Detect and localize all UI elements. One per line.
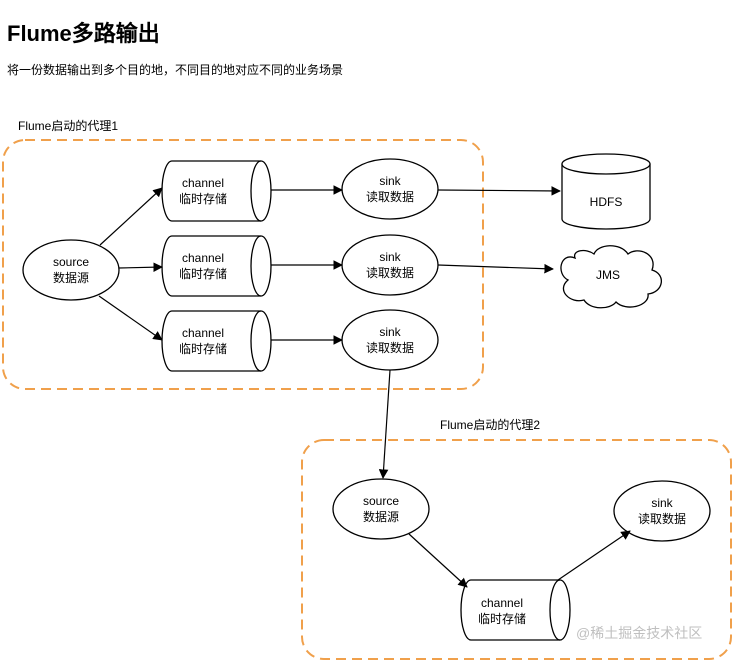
agent2-source-node: source 数据源 xyxy=(332,478,430,540)
agent1-channel-1-line1: channel xyxy=(182,176,224,190)
agent1-channel-2-line2: 临时存储 xyxy=(179,266,227,281)
arrow-source-to-channel-3 xyxy=(98,295,163,341)
arrow-source-to-channel-2 xyxy=(118,262,163,272)
hdfs-label: HDFS xyxy=(590,195,623,209)
agent1-sink-1: sink 读取数据 xyxy=(341,158,439,220)
agent1-sink-2: sink 读取数据 xyxy=(341,234,439,296)
agent1-channel-2-line1: channel xyxy=(182,251,224,265)
arrow-sink-2-to-jms xyxy=(437,263,554,274)
agent2-sink-line1: sink xyxy=(651,496,673,510)
agent1-sink-2-line1: sink xyxy=(379,250,401,264)
agent1-sink-1-line2: 读取数据 xyxy=(366,189,414,204)
agent1-channel-3-line1: channel xyxy=(182,326,224,340)
agent2-sink-node: sink 读取数据 xyxy=(613,480,711,542)
jms-label: JMS xyxy=(596,268,620,282)
agent2-group-box xyxy=(301,439,732,660)
agent2-channel: channel 临时存储 xyxy=(460,579,571,641)
page-title: Flume多路输出 xyxy=(7,21,160,46)
watermark-text: @稀土掘金技术社区 xyxy=(576,625,702,641)
arrow-source-to-channel-1 xyxy=(99,187,163,246)
agent1-channel-1: channel 临时存储 xyxy=(161,160,272,222)
arrow-sink-1-to-hdfs xyxy=(437,186,561,196)
agent1-channel-3: channel 临时存储 xyxy=(161,310,272,372)
agent2-label: Flume启动的代理2 xyxy=(440,417,540,432)
agent2-sink-line2: 读取数据 xyxy=(638,511,686,526)
agent1-sink-3-line2: 读取数据 xyxy=(366,340,414,355)
agent2-channel-line2: 临时存储 xyxy=(478,611,526,626)
arrow-agent2-channel-to-sink xyxy=(557,530,631,581)
agent1-channel-2: channel 临时存储 xyxy=(161,235,272,297)
agent1-source-node: source 数据源 xyxy=(22,239,120,301)
agent1-sink-3-line1: sink xyxy=(379,325,401,339)
agent1-sink-3: sink 读取数据 xyxy=(341,309,439,371)
jms-cloud: JMS xyxy=(560,245,662,309)
agent1-sink-1-line1: sink xyxy=(379,174,401,188)
agent1-label: Flume启动的代理1 xyxy=(18,118,118,133)
agent1-sink-2-line2: 读取数据 xyxy=(366,265,414,280)
agent2-source-line2: 数据源 xyxy=(363,509,399,524)
agent1-channel-3-line2: 临时存储 xyxy=(179,341,227,356)
agent1-group-box xyxy=(2,139,484,390)
agent1-source-line2: 数据源 xyxy=(53,270,89,285)
agent2-channel-line1: channel xyxy=(481,596,523,610)
agent1-channel-1-line2: 临时存储 xyxy=(179,191,227,206)
hdfs-destination: HDFS xyxy=(561,153,651,230)
agent1-source-line1: source xyxy=(53,255,89,269)
page-subtitle: 将一份数据输出到多个目的地，不同目的地对应不同的业务场景 xyxy=(7,63,344,77)
arrow-agent2-source-to-channel xyxy=(408,533,468,588)
arrow-sink-3-to-agent2-source xyxy=(378,369,391,479)
agent2-source-line1: source xyxy=(363,494,399,508)
